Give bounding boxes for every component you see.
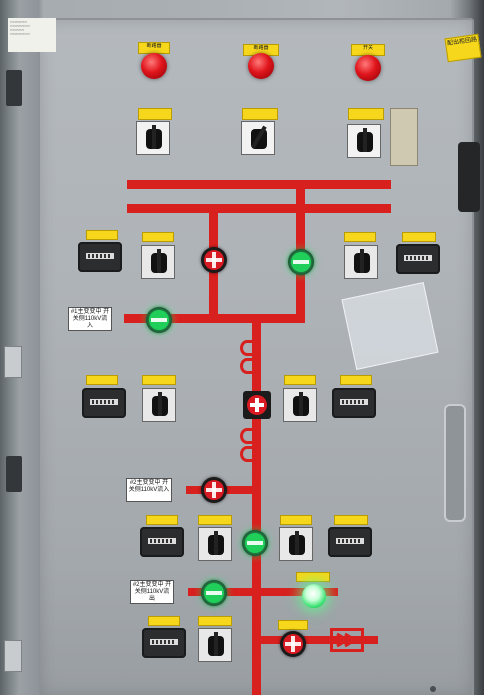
counter-meter-icon <box>140 527 184 557</box>
switch-label <box>344 232 376 242</box>
selector-switch[interactable] <box>198 628 232 662</box>
counter-meter-icon <box>82 388 126 418</box>
meter-label <box>86 375 118 385</box>
nameplate-sticker: ▭▭▭▭▭▭▭▭▭▭▭▭▭▭▭▭▭▭▭▭▭▭▭▭▭ <box>8 18 56 52</box>
key-selector-switch[interactable] <box>347 124 381 158</box>
bus-label-3: #2主变变中 开关侧110kV流出 <box>130 580 174 604</box>
switch-label <box>198 515 232 525</box>
cabinet-lock-icon[interactable] <box>390 108 418 166</box>
green-indicator-lamp-icon <box>146 307 172 333</box>
meter-label <box>334 515 368 525</box>
switch-label <box>284 375 316 385</box>
green-indicator-lamp-icon <box>302 584 326 608</box>
meter-label <box>146 515 178 525</box>
busbar <box>188 588 338 596</box>
busbar <box>127 204 391 213</box>
arrow-box-icon <box>330 628 364 652</box>
key-selector-switch[interactable] <box>136 121 170 155</box>
selector-switch[interactable] <box>283 388 317 422</box>
red-indicator-lamp-icon <box>141 53 167 79</box>
busbar <box>127 180 391 189</box>
lamp-label <box>296 572 330 582</box>
green-indicator-lamp-icon <box>201 580 227 606</box>
hinge <box>6 456 22 492</box>
transformer-coil <box>240 340 254 356</box>
selector-switch[interactable] <box>141 245 175 279</box>
selector-switch[interactable] <box>279 527 313 561</box>
selector-switch[interactable] <box>142 388 176 422</box>
selector-switch[interactable] <box>198 527 232 561</box>
switch-label <box>198 616 232 626</box>
switch-label <box>142 375 176 385</box>
transformer-coil <box>240 358 254 374</box>
counter-meter-icon <box>332 388 376 418</box>
door-bolt <box>430 686 436 692</box>
red-indicator-lamp-icon <box>243 391 271 419</box>
hinge <box>6 70 22 106</box>
counter-meter-icon <box>78 242 122 272</box>
busbar <box>252 322 261 695</box>
red-indicator-lamp-icon <box>201 247 227 273</box>
meter-label <box>148 616 180 626</box>
meter-label <box>340 375 372 385</box>
door-handle-icon[interactable] <box>444 404 466 522</box>
switch-label <box>138 108 172 120</box>
transformer-coil <box>240 446 254 462</box>
counter-meter-icon <box>396 244 440 274</box>
mounting-bracket <box>4 346 22 378</box>
switch-label <box>242 108 278 120</box>
mounting-bracket <box>4 640 22 672</box>
lamp-label <box>278 620 308 630</box>
counter-meter-icon <box>142 628 186 658</box>
switch-label <box>280 515 312 525</box>
transformer-coil <box>240 428 254 444</box>
bus-label-1: #1主变变中 开关侧110kV流入 <box>68 307 112 331</box>
door-handle-icon[interactable] <box>458 142 480 212</box>
busbar <box>256 636 378 644</box>
red-indicator-lamp-icon <box>355 55 381 81</box>
red-indicator-lamp-icon <box>201 477 227 503</box>
switch-label <box>142 232 174 242</box>
red-indicator-lamp-icon <box>280 631 306 657</box>
busbar <box>124 314 305 323</box>
red-indicator-lamp-icon <box>248 53 274 79</box>
bus-label-2: #2主变变中 开关侧110kV流入 <box>126 478 172 502</box>
counter-meter-icon <box>328 527 372 557</box>
key-selector-switch[interactable] <box>241 121 275 155</box>
meter-label <box>86 230 118 240</box>
green-indicator-lamp-icon <box>288 249 314 275</box>
door-label: 配出柜回路 <box>444 33 482 63</box>
arrow-icon <box>336 632 358 648</box>
switch-label <box>348 108 384 120</box>
selector-switch[interactable] <box>344 245 378 279</box>
meter-label <box>402 232 436 242</box>
green-indicator-lamp-icon <box>242 530 268 556</box>
